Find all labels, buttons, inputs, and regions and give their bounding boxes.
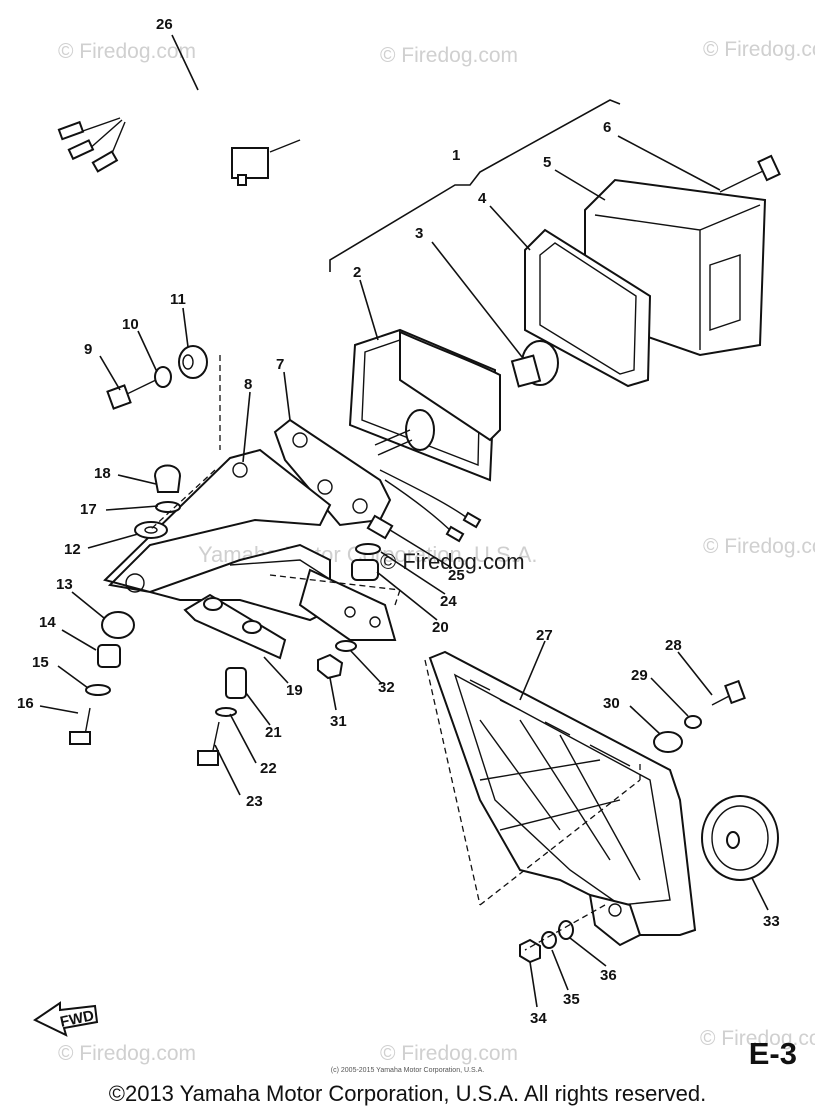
callout-label: 31 [330, 713, 347, 730]
watermark: © Firedog.com [703, 38, 815, 61]
callout-label: 2 [353, 264, 361, 281]
wire-harness [57, 44, 365, 186]
callout-label: 12 [64, 541, 81, 558]
bolt-16 [69, 707, 91, 745]
washer-29 [684, 715, 702, 729]
callout-label: 21 [265, 724, 282, 741]
callout-label: 10 [122, 316, 139, 333]
collar-21 [225, 667, 247, 699]
light-housing [348, 328, 501, 482]
callout-label: 23 [246, 793, 263, 810]
callout-labels: 1 2 3 4 5 6 7 8 9 10 11 12 13 14 15 16 1… [17, 16, 780, 1027]
collar-20 [351, 559, 379, 581]
callout-label: 7 [276, 356, 284, 373]
callout-label: 14 [39, 614, 56, 631]
callout-label: 22 [260, 760, 277, 777]
bolt-23 [197, 721, 220, 766]
housing-wires [379, 469, 471, 536]
tiny-copyright: (c) 2005-2015 Yamaha Motor Corporation, … [330, 1067, 485, 1074]
washer-22 [215, 707, 237, 717]
callout-label: 16 [17, 695, 34, 712]
rubber-block [183, 593, 287, 660]
cap-nut-18 [153, 464, 182, 493]
callout-label: 11 [170, 291, 186, 308]
callout-label: 35 [563, 991, 580, 1008]
damper-13 [101, 611, 135, 639]
washer-24 [355, 543, 381, 555]
watermark: © Firedog.com [58, 1042, 196, 1065]
callout-label: 32 [378, 679, 395, 696]
bulb [510, 340, 559, 388]
nut-34 [519, 938, 541, 964]
leader-lines [39, 34, 769, 1008]
callout-label: 19 [286, 682, 303, 699]
plate-bracket [428, 650, 697, 947]
callout-label: 26 [156, 16, 173, 33]
callout-label: 29 [631, 667, 648, 684]
bolt-28 [711, 679, 746, 706]
callout-label: 6 [603, 119, 611, 136]
bolt-9 [106, 377, 161, 410]
alignment-lines [149, 355, 641, 951]
callout-label: 5 [543, 154, 551, 171]
fwd-arrow: FWD [33, 1001, 99, 1037]
callout-label: 30 [603, 695, 620, 712]
screw [719, 154, 781, 193]
nut-25 [366, 514, 394, 540]
callout-label: 13 [56, 576, 73, 593]
watermark: © Firedog.com [380, 44, 518, 67]
callout-label: 8 [244, 376, 252, 393]
callout-label: 17 [80, 501, 97, 518]
fwd-label: FWD [59, 1007, 96, 1031]
washer-30 [653, 731, 683, 753]
collar-14 [97, 644, 121, 668]
copyright-footer: ©2013 Yamaha Motor Corporation, U.S.A. A… [108, 1081, 707, 1106]
watermark: © Firedog.com [700, 1027, 815, 1050]
watermark: © Firedog.com [380, 1042, 518, 1065]
callout-label: 1 [452, 147, 460, 164]
callout-label: 4 [478, 190, 487, 207]
gasket [524, 228, 652, 388]
page-code: E-3 [748, 1036, 797, 1071]
washer-17 [155, 501, 181, 513]
watermark-center: © Firedog.com [380, 549, 525, 574]
callout-label: 15 [32, 654, 49, 671]
callout-label: 33 [763, 913, 780, 930]
callout-label: 34 [530, 1010, 547, 1027]
callout-label: 25 [448, 567, 465, 584]
callout-label: 18 [94, 465, 111, 482]
callout-label: 24 [440, 593, 457, 610]
reflector [701, 795, 779, 881]
assembly-bracket [329, 99, 621, 272]
washer-15 [85, 684, 111, 696]
damper-12 [134, 521, 168, 539]
watermark: © Firedog.com [703, 535, 815, 558]
washer-10 [154, 366, 172, 388]
callout-label: 3 [415, 225, 423, 242]
callout-label: 9 [84, 341, 92, 358]
callout-label: 28 [665, 637, 682, 654]
callout-label: 36 [600, 967, 617, 984]
watermark: © Firedog.com [58, 40, 196, 63]
washer-32 [335, 640, 357, 652]
callout-label: 27 [536, 627, 553, 644]
callout-label: 20 [432, 619, 449, 636]
nut-31 [317, 653, 344, 680]
